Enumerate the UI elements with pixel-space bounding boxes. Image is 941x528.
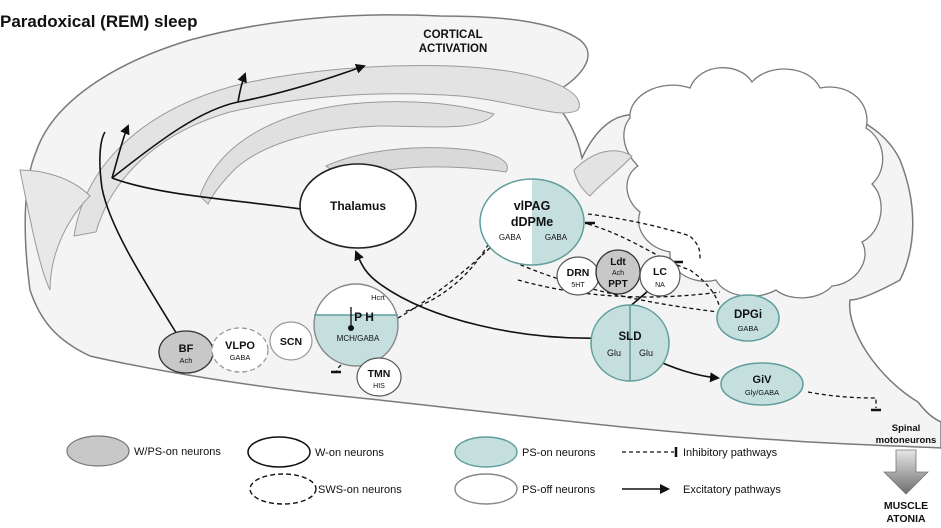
diagram-title: Paradoxical (REM) sleep: [0, 12, 197, 31]
legend-excitatory: Excitatory pathways: [622, 484, 781, 496]
svg-text:PS-off neurons: PS-off neurons: [522, 484, 596, 496]
bf-cortex-arrow: [99, 131, 189, 353]
legend-ps-off: PS-off neurons: [454, 473, 596, 505]
dpgi-node: DPGi GABA: [716, 294, 780, 342]
svg-text:dDPMe: dDPMe: [511, 215, 553, 229]
legend-inhibitory: Inhibitory pathways: [622, 447, 778, 459]
svg-text:Glu: Glu: [607, 348, 621, 358]
svg-text:GABA: GABA: [545, 233, 568, 242]
svg-text:vlPAG: vlPAG: [514, 199, 551, 213]
svg-text:PS-on neurons: PS-on neurons: [522, 447, 596, 459]
sld-node: SLD Glu Glu: [590, 304, 670, 382]
legend-w-on: W-on neurons: [247, 436, 384, 468]
svg-text:Hcrt: Hcrt: [371, 293, 386, 302]
svg-text:Glu: Glu: [639, 348, 653, 358]
inhibitory-pathways: [335, 213, 877, 408]
svg-text:Ldt: Ldt: [610, 257, 626, 268]
svg-text:W/PS-on neurons: W/PS-on neurons: [134, 446, 221, 458]
svg-text:BF: BF: [179, 343, 194, 355]
svg-text:MCH/GABA: MCH/GABA: [337, 334, 380, 343]
cortex-arrow-1: [111, 124, 130, 179]
sld-thalamus-arrow: [354, 250, 601, 339]
cortical-label-line1: CORTICAL: [423, 29, 482, 41]
svg-text:VLPO: VLPO: [225, 340, 255, 352]
thalamus-node: Thalamus: [299, 163, 417, 249]
svg-text:LC: LC: [653, 266, 667, 278]
ldt-ppt-node: Ldt Ach PPT: [595, 249, 641, 295]
svg-text:GiV: GiV: [753, 374, 773, 386]
svg-text:DRN: DRN: [567, 267, 590, 279]
svg-text:PPT: PPT: [608, 279, 627, 290]
svg-text:GABA: GABA: [499, 233, 522, 242]
vlpo-node: VLPO GABA: [211, 327, 269, 373]
legend: W/PS-on neurons W-on neurons SWS-on neur…: [66, 435, 781, 505]
svg-text:Inhibitory pathways: Inhibitory pathways: [683, 447, 778, 459]
drn-node: DRN 5HT: [556, 256, 600, 296]
svg-text:W-on neurons: W-on neurons: [315, 447, 384, 459]
lc-node: LC NA: [639, 255, 681, 297]
scn-node: SCN: [269, 321, 313, 361]
spinal-label-line2: motoneurons: [876, 435, 937, 446]
svg-text:NA: NA: [655, 282, 665, 289]
thalamus-cortex-line: [111, 177, 309, 211]
legend-sws-on: SWS-on neurons: [249, 473, 402, 505]
svg-text:Thalamus: Thalamus: [330, 199, 386, 213]
svg-text:HIS: HIS: [373, 383, 385, 390]
svg-text:Excitatory pathways: Excitatory pathways: [683, 484, 781, 496]
svg-text:GABA: GABA: [230, 353, 251, 362]
svg-text:DPGi: DPGi: [734, 309, 762, 321]
legend-wps-on: W/PS-on neurons: [66, 435, 221, 467]
atonia-arrow: [883, 449, 929, 495]
svg-text:TMN: TMN: [368, 368, 391, 380]
vlpag-node: vlPAG dDPMe GABA GABA: [479, 178, 585, 266]
spinal-label-line1: Spinal: [892, 423, 921, 434]
cortex-arrow-3: [237, 64, 366, 103]
svg-text:5HT: 5HT: [571, 282, 585, 289]
tmn-node: TMN HIS: [356, 357, 402, 397]
giv-node: GiV Gly/GABA: [720, 362, 804, 406]
atonia-label-line2: ATONIA: [886, 513, 926, 525]
svg-text:Gly/GABA: Gly/GABA: [745, 388, 779, 397]
atonia-label-line1: MUSCLE: [884, 500, 928, 512]
svg-text:SLD: SLD: [619, 331, 642, 343]
svg-text:SCN: SCN: [280, 336, 302, 348]
svg-text:SWS-on neurons: SWS-on neurons: [318, 484, 402, 496]
svg-text:Ach: Ach: [180, 356, 193, 365]
cortical-label-line2: ACTIVATION: [419, 43, 488, 55]
cortex-arrow-2: [111, 72, 247, 179]
svg-text:Ach: Ach: [612, 270, 624, 277]
svg-text:GABA: GABA: [738, 324, 759, 333]
legend-ps-on: PS-on neurons: [454, 436, 596, 468]
svg-text:P H: P H: [354, 310, 374, 324]
ph-node: Hcrt P H MCH/GABA: [313, 283, 399, 367]
bf-node: BF Ach: [158, 330, 214, 374]
